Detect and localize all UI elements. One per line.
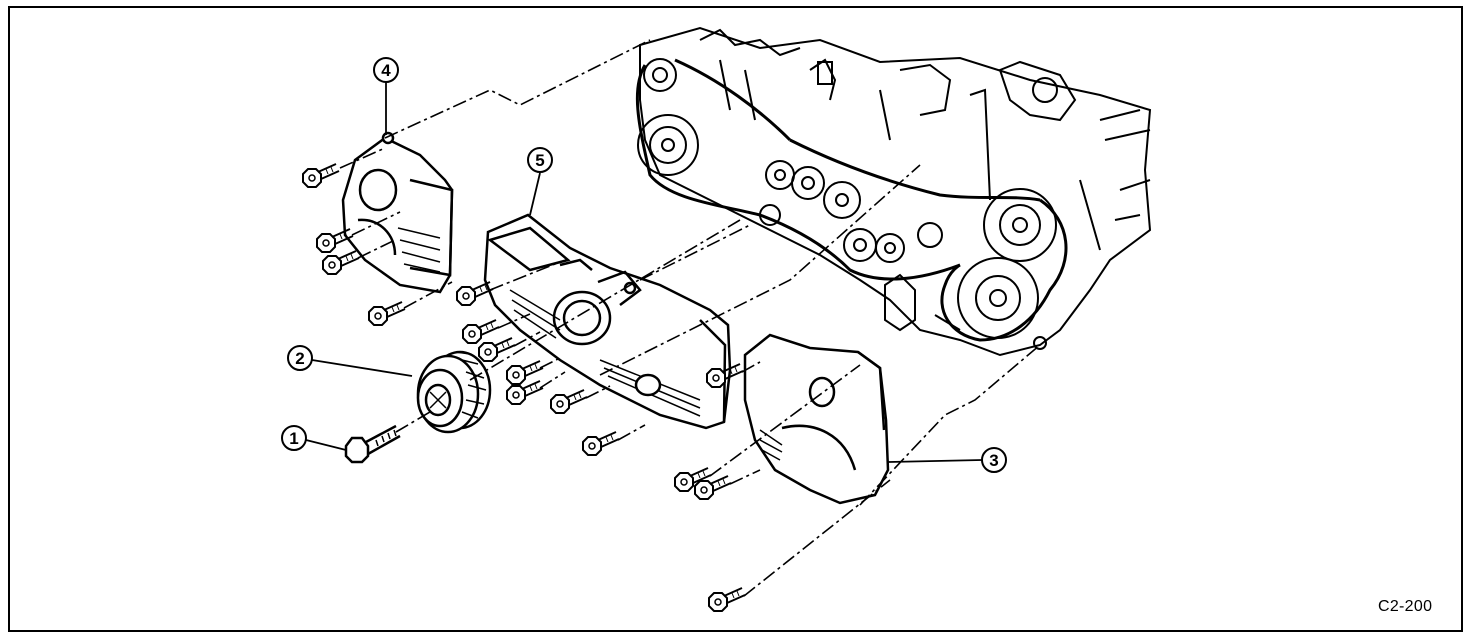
left-timing-belt-cover [341, 131, 454, 294]
callout-5: 5 [527, 147, 553, 173]
figure-code: C2-200 [1378, 598, 1433, 615]
callout-4-label: 4 [381, 61, 391, 80]
callout-3: 3 [981, 447, 1007, 473]
callout-2: 2 [287, 345, 313, 371]
diagram-frame [8, 6, 1463, 632]
engine-icon [635, 26, 1152, 357]
assembly-lines [339, 39, 1041, 597]
callout-5-label: 5 [535, 151, 544, 170]
long-bolt-icon [344, 424, 401, 464]
callout-1: 1 [281, 425, 307, 451]
right-timing-belt-cover [743, 333, 890, 505]
callout-leaders [305, 82, 983, 463]
callout-3-label: 3 [989, 451, 998, 470]
callout-1-label: 1 [289, 429, 298, 448]
callout-2-label: 2 [295, 349, 304, 368]
pulley-icon [416, 350, 492, 434]
callout-4: 4 [373, 57, 399, 83]
